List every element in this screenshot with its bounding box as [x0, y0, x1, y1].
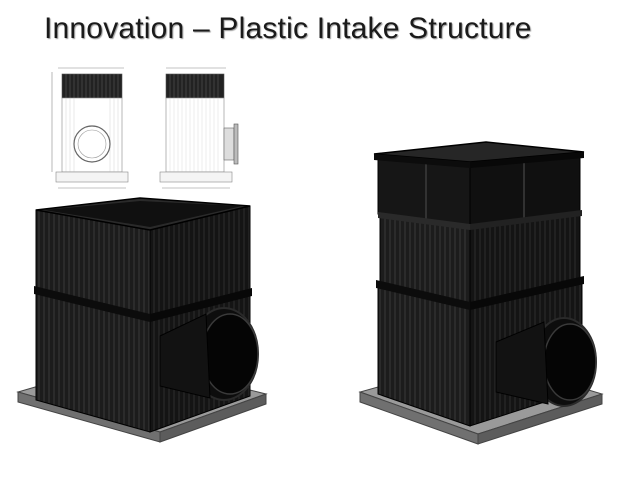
intake-structure-render-covered: [358, 141, 604, 445]
front-elevation-drawing: [51, 67, 129, 189]
slide-title: Innovation – Plastic Intake Structure: [44, 12, 532, 45]
side-elevation-drawing: [159, 67, 239, 189]
intake-structure-render-open-top: [16, 197, 268, 443]
